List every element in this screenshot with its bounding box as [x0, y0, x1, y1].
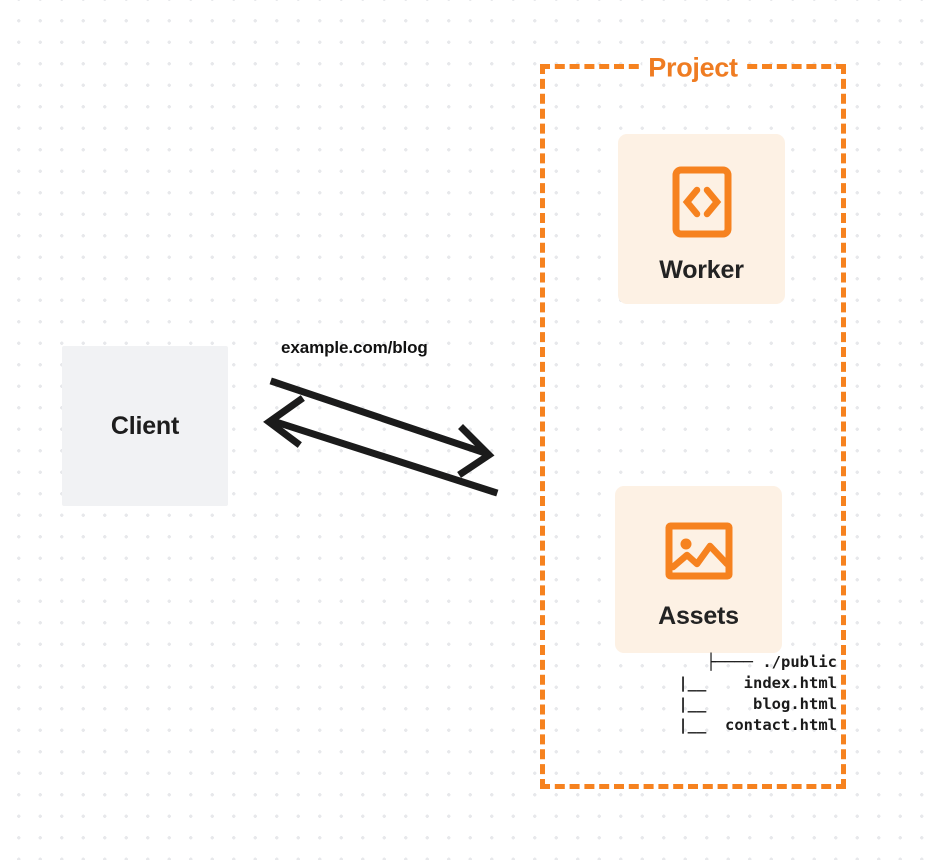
worker-card[interactable]: Worker: [618, 134, 785, 304]
client-node[interactable]: Client: [62, 346, 228, 506]
assets-card[interactable]: Assets: [615, 486, 782, 653]
assets-label: Assets: [658, 602, 739, 630]
response-arrow: [263, 395, 499, 497]
worker-label: Worker: [659, 256, 744, 284]
image-picture-icon: [665, 522, 733, 580]
assets-file-tree: ├──── ./public |__ index.html |__ blog.h…: [678, 653, 837, 734]
code-brackets-icon: [672, 166, 732, 238]
request-arrow: [269, 377, 495, 478]
connection-label-request: example.com/blog: [281, 338, 428, 357]
client-label: Client: [110, 411, 180, 440]
project-container: Project Worker Assets: [540, 52, 846, 789]
project-title: Project: [642, 52, 744, 84]
